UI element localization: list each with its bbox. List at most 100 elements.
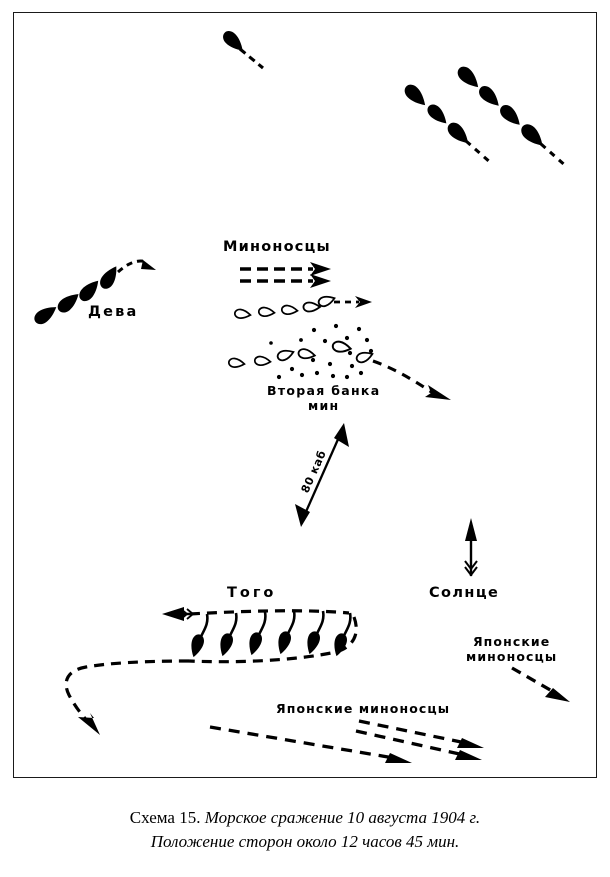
- arrowhead: [310, 274, 331, 288]
- ship-hollow-icon: [316, 293, 337, 309]
- ship-group-minefield-upper: [233, 293, 372, 321]
- russian-track-southwest: [64, 659, 190, 735]
- ship-filled-icon: [497, 102, 525, 130]
- mine-dot-icon: [347, 350, 353, 356]
- arrow-line: [511, 666, 560, 697]
- ship-group-column-left-top: [401, 81, 493, 165]
- arrowhead: [141, 260, 156, 270]
- ship-hollow-icon: [302, 301, 321, 313]
- arrowhead: [334, 423, 349, 447]
- ship-filled-icon: [401, 81, 430, 110]
- mine-dot-icon: [344, 335, 350, 341]
- arrowhead: [310, 262, 331, 276]
- mine-dot-icon: [310, 357, 316, 363]
- mine-dot-icon: [322, 338, 328, 344]
- ship-filled-icon: [245, 630, 264, 657]
- ship-hollow-icon: [233, 308, 252, 321]
- label-torpedo-boats: Миноносцы: [223, 239, 331, 255]
- mine-dot-icon: [299, 372, 305, 378]
- mine-dot-icon: [299, 338, 303, 342]
- arrow-line: [355, 729, 465, 757]
- label-japanese-torpedo-boats-bottom: Японские миноносцы: [276, 701, 451, 716]
- wake-track: [464, 139, 493, 165]
- distance-measure: 80 каб: [295, 423, 349, 527]
- togo-track-lower: [188, 616, 358, 664]
- jp-torpedo-arrow-right: [511, 666, 570, 702]
- arrowhead: [457, 738, 484, 748]
- mine-dot-icon: [289, 366, 295, 372]
- ship-filled-icon: [274, 629, 293, 656]
- ship-filled-icon: [187, 632, 206, 659]
- dewa-track: [116, 259, 148, 274]
- jp-torpedo-arrows-bottom: [209, 719, 484, 763]
- label-togo: Того: [227, 585, 277, 601]
- ship-filled-icon: [476, 83, 504, 111]
- mine-dot-icon: [327, 361, 333, 367]
- label-sun: Солнце: [429, 585, 500, 601]
- ship-hollow-icon: [253, 355, 272, 367]
- ship-hollow-icon: [280, 304, 299, 316]
- label-mine-bank-line1: Вторая банка: [267, 383, 381, 398]
- ship-group-column-right-top: [454, 63, 569, 169]
- arrow-line: [358, 719, 467, 745]
- label-mine-bank: Вторая банка мин: [267, 383, 381, 414]
- arrowhead: [465, 518, 477, 541]
- ship-group-togo: [162, 607, 358, 664]
- label-dewa: Дева: [88, 304, 139, 320]
- map-frame: 80 каб: [13, 12, 597, 778]
- label-mine-bank-line2: мин: [307, 397, 340, 413]
- wake-track: [239, 47, 264, 70]
- minefield-dots: [269, 323, 374, 380]
- ship-filled-icon: [424, 101, 451, 128]
- mine-dot-icon: [368, 348, 374, 354]
- togo-track-upper: [189, 609, 350, 616]
- ship-group-dewa: [31, 259, 156, 328]
- arrow-line: [209, 725, 395, 760]
- ship-filled-icon: [31, 301, 60, 328]
- ship-hollow-icon: [275, 346, 296, 363]
- distance-line: [299, 427, 345, 524]
- mine-dot-icon: [358, 370, 364, 376]
- caption-line-2: Положение сторон около 12 часов 45 мин.: [150, 832, 460, 852]
- mine-dot-icon: [269, 341, 273, 345]
- ship-filled-icon: [97, 262, 122, 292]
- sun-direction-arrow-icon: [464, 518, 478, 577]
- ship-group-lone-top: [220, 28, 264, 70]
- label-japanese-torpedo-boats-right: Японские миноносцы: [466, 634, 558, 665]
- mine-dot-icon: [314, 370, 320, 376]
- map-canvas: 80 каб: [31, 28, 570, 763]
- caption-title: Морское сражение 10 августа 1904 г.: [204, 808, 481, 827]
- arrowhead: [455, 750, 482, 760]
- fletching: [464, 566, 478, 577]
- ship-filled-icon: [54, 289, 83, 316]
- arrowhead: [78, 713, 100, 735]
- caption-number: Схема 15.: [129, 808, 201, 827]
- track-line: [64, 659, 190, 725]
- arrowhead: [162, 607, 184, 621]
- ship-filled-icon: [303, 629, 322, 656]
- mine-dot-icon: [276, 374, 282, 380]
- fletching: [180, 608, 189, 620]
- caption-line-1: Схема 15. Морское сражение 10 августа 19…: [0, 806, 610, 830]
- mine-dot-icon: [333, 323, 339, 329]
- mine-dot-icon: [364, 337, 370, 343]
- label-jp-tb-right-line2: миноносцы: [466, 648, 558, 664]
- ship-filled-icon: [76, 276, 104, 305]
- arrowhead: [385, 753, 412, 763]
- mine-dot-icon: [349, 363, 355, 369]
- ship-filled-icon: [330, 631, 349, 658]
- ship-hollow-icon: [257, 306, 276, 318]
- minefield-exit-track: [372, 359, 437, 397]
- wake-track: [539, 142, 569, 169]
- ship-filled-icon: [454, 63, 483, 92]
- ship-group-minefield-lower: [227, 339, 451, 400]
- arrowhead: [545, 688, 570, 702]
- arrowhead: [295, 504, 310, 527]
- torpedo-boat-arrows: [240, 262, 331, 288]
- mine-dot-icon: [311, 327, 317, 333]
- ship-hollow-icon: [227, 357, 246, 370]
- figure-caption: Схема 15. Морское сражение 10 августа 19…: [0, 806, 610, 854]
- fletching: [464, 560, 478, 571]
- mine-dot-icon: [344, 374, 350, 380]
